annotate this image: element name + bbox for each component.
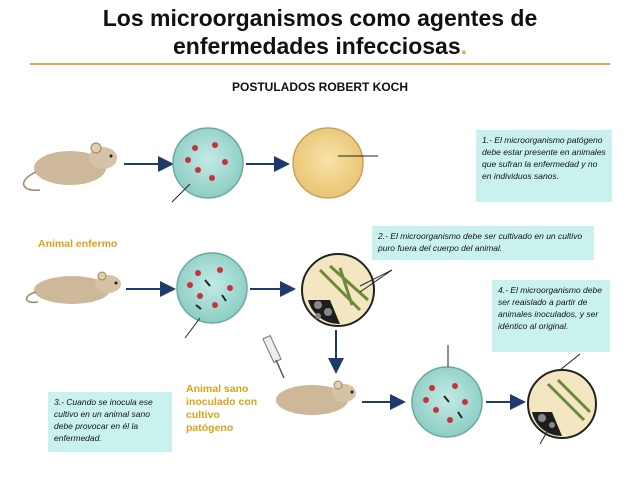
label-sick-animal: Animal enfermo: [38, 238, 118, 250]
note-postulate-3: 3.- Cuando se inocula ese cultivo en un …: [48, 392, 172, 452]
microscope-view-icon: [301, 253, 393, 327]
petri-dish-icon: [176, 252, 248, 339]
diagram-subtitle: POSTULADOS ROBERT KOCH: [231, 80, 408, 94]
rat-icon: [276, 380, 356, 415]
title-line-2: enfermedades infecciosas: [172, 33, 461, 59]
rat-icon: [25, 271, 121, 304]
rat-icon: [23, 142, 117, 191]
note-postulate-2: 2.- El microorganismo debe ser cultivado…: [372, 226, 594, 260]
microscope-view-icon: [527, 353, 597, 445]
title-dot: .: [460, 33, 468, 59]
title-line-1: Los microorganismos como agentes de: [102, 5, 538, 31]
page-title: Los microorganismos como agentes de enfe…: [0, 4, 640, 60]
note-postulate-1: 1.- El microorganismo patógeno debe esta…: [476, 130, 612, 202]
note-postulate-4: 4.- El microorganismo debe ser reaislado…: [492, 280, 610, 352]
label-healthy-inoculated: Animal sano inoculado con cultivo patóge…: [186, 383, 258, 434]
petri-dish-icon: [292, 127, 378, 199]
syringe-icon: [262, 334, 285, 379]
petri-dish-icon: [411, 345, 483, 438]
title-divider: [30, 63, 610, 65]
petri-dish-icon: [171, 127, 244, 203]
